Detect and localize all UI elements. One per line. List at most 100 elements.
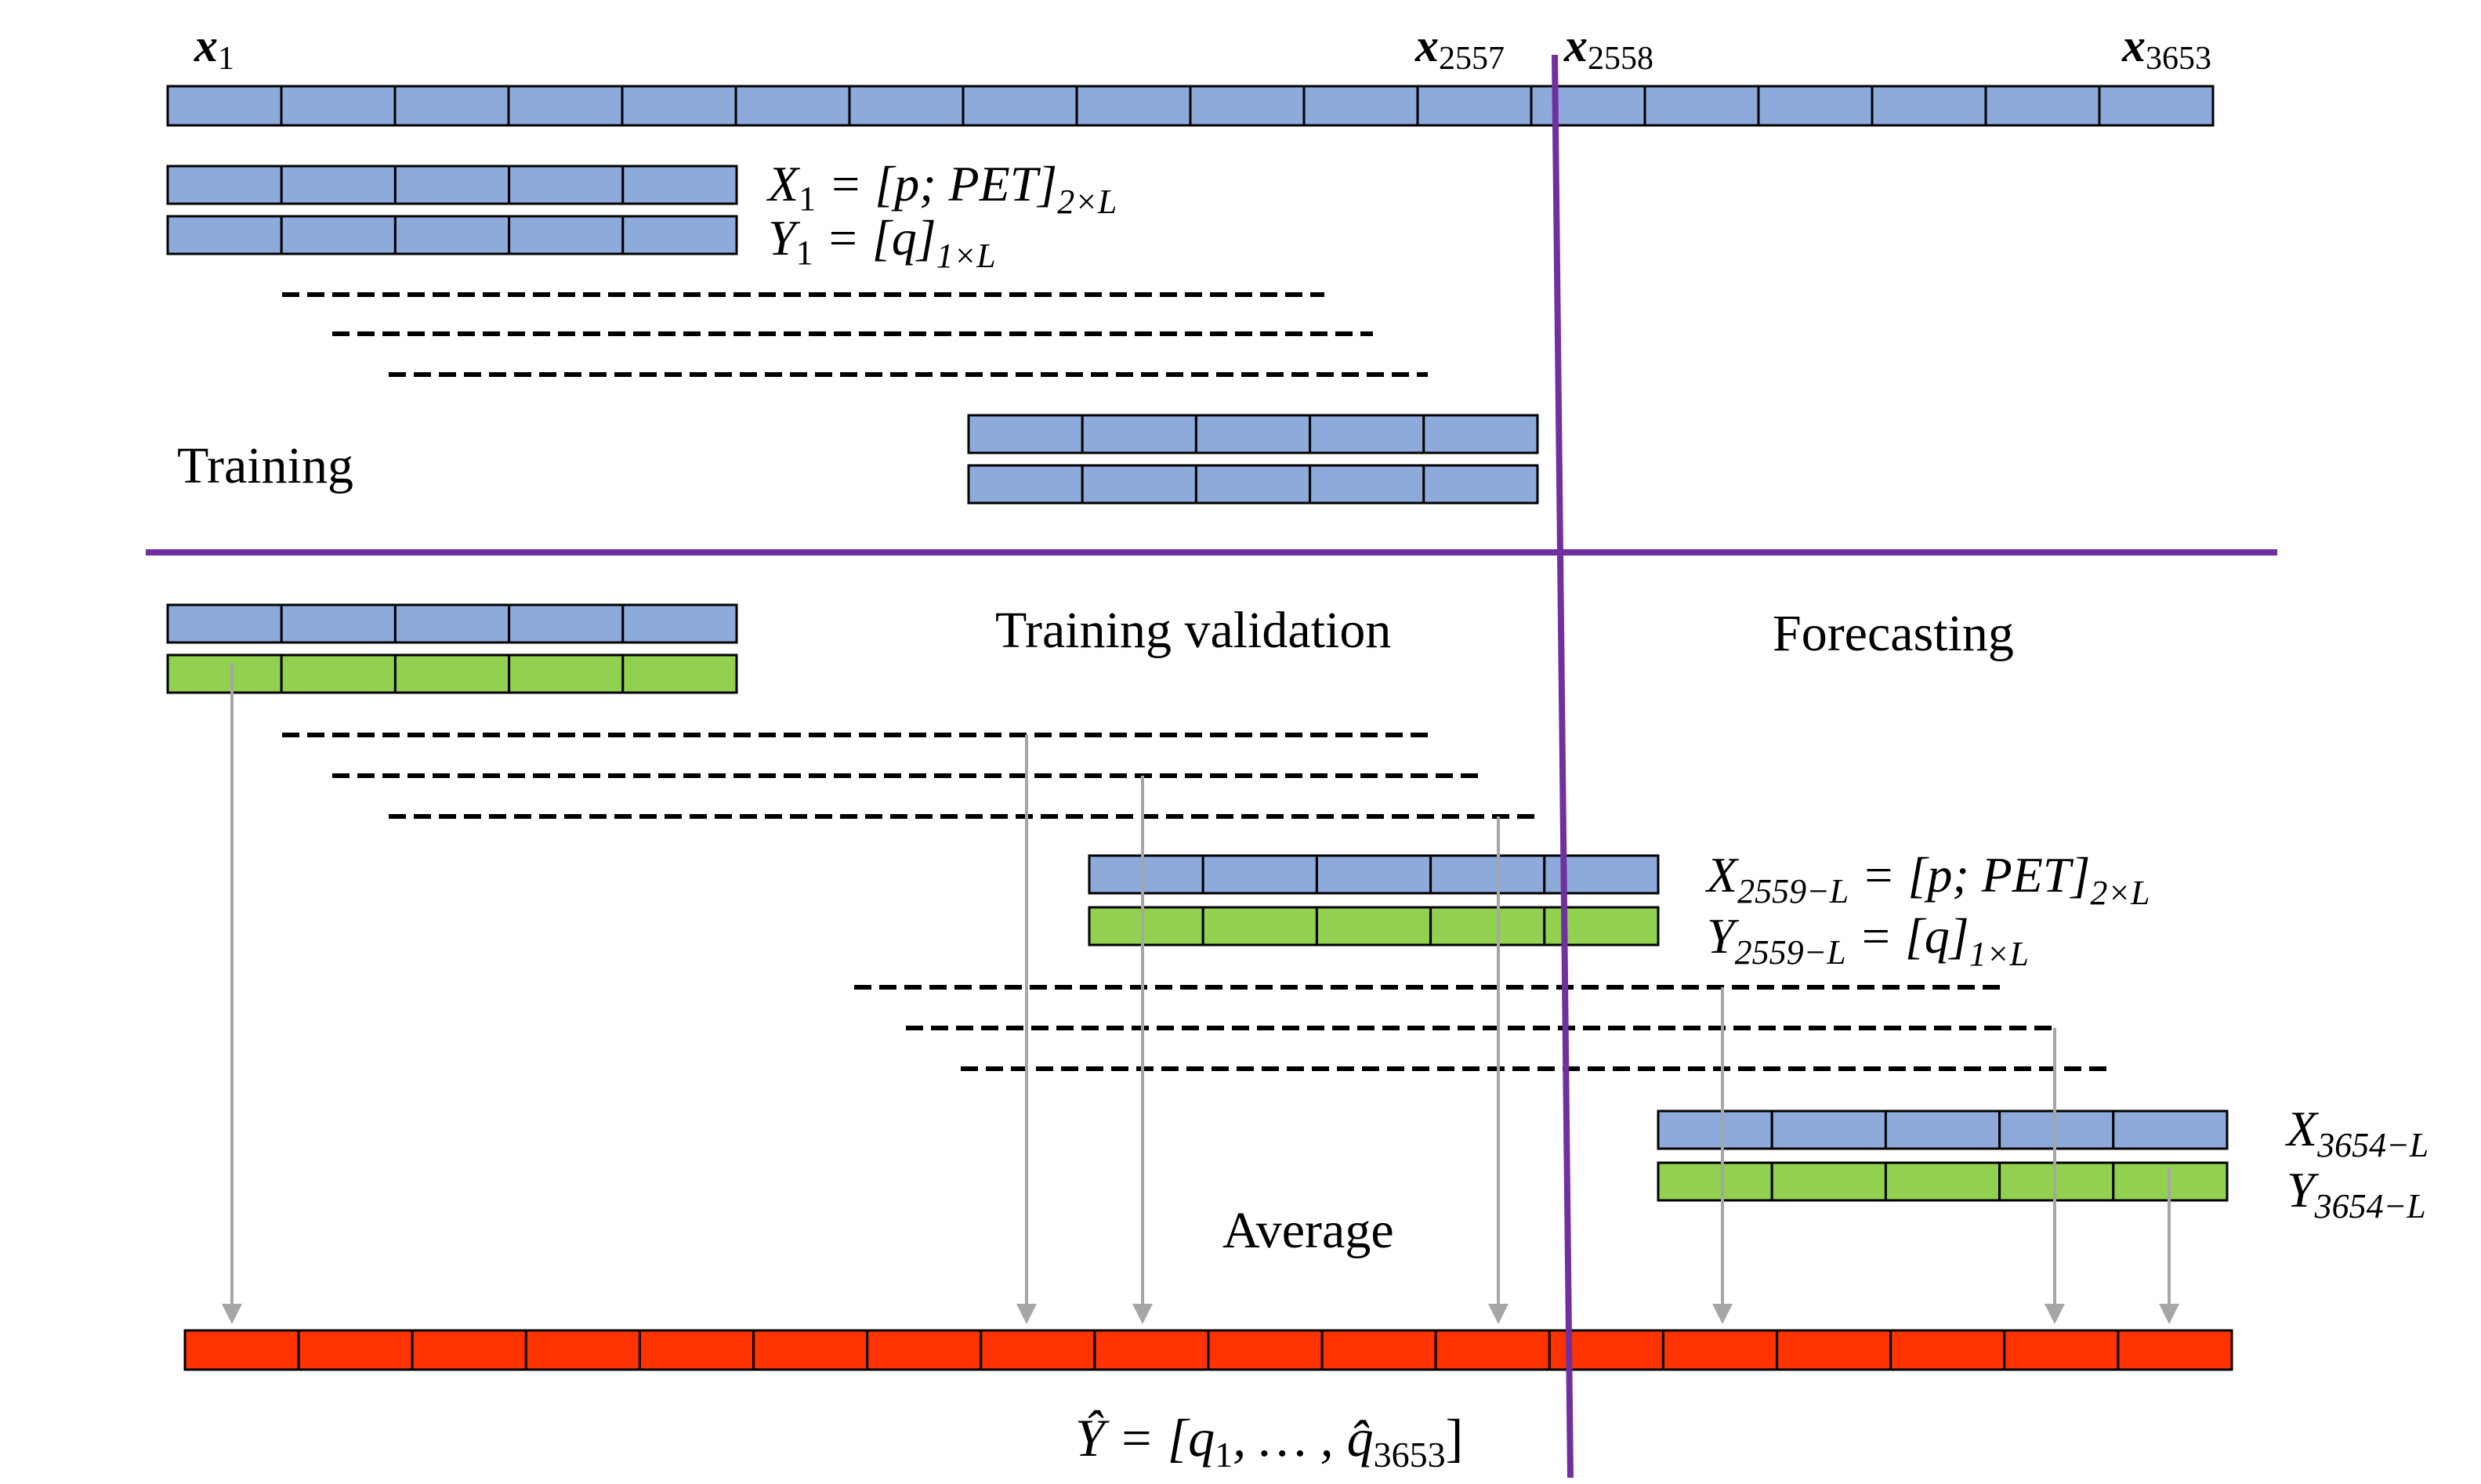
formula-Yhat: Ŷ = [q1, … , q̂3653]	[1075, 1408, 1463, 1475]
label-average: Average	[1222, 1202, 1394, 1259]
row-X2559-cell	[1315, 854, 1432, 895]
row-full-input	[166, 85, 2215, 127]
label-x3653: x3653	[2121, 20, 2211, 77]
row-val-X1-cell	[393, 603, 511, 644]
arrow-head	[1488, 1304, 1509, 1324]
formula-X1: X1= [p; PET]2×L	[766, 156, 1117, 221]
row-full-input-cell	[734, 85, 851, 127]
dashed-windows	[282, 292, 2110, 1071]
label-training-validation: Training validation	[995, 602, 1391, 659]
row-val-X1-cell	[280, 603, 397, 644]
row-val-Y1-cell	[166, 653, 283, 694]
row-train-last-X	[967, 414, 1539, 454]
row-Y2559-cell	[1429, 906, 1546, 947]
row-Y1-cell	[166, 215, 283, 255]
row-average-output-cell	[1093, 1329, 1210, 1371]
row-full-input-cell	[962, 85, 1078, 127]
row-train-last-Y-cell	[1422, 464, 1539, 505]
arrow-head	[1712, 1304, 1733, 1324]
formula-Y3654: Y3654−L	[2287, 1162, 2426, 1225]
row-val-Y1-cell	[621, 653, 738, 694]
label-x1: x1	[194, 20, 234, 77]
arrow-head	[222, 1304, 242, 1324]
row-average-output-cell	[524, 1329, 641, 1371]
row-train-last-X-cell	[1309, 414, 1425, 454]
row-Y2559-cell	[1201, 906, 1318, 947]
row-full-input-cell	[1302, 85, 1419, 127]
row-X2559	[1088, 854, 1660, 895]
arrow-head	[1132, 1304, 1153, 1324]
row-X1-cell	[166, 165, 283, 205]
row-val-X1-cell	[621, 603, 738, 644]
row-X3654-cell	[1884, 1109, 2001, 1150]
row-X3654-cell	[2112, 1109, 2229, 1150]
row-X1-cell	[508, 165, 625, 205]
formula-Y1: Y1= [q]1×L	[768, 210, 996, 275]
row-Y3654-cell	[1998, 1161, 2115, 1202]
row-val-X1-cell	[508, 603, 625, 644]
row-val-Y1-cell	[508, 653, 625, 694]
row-train-last-X-cell	[967, 414, 1084, 454]
row-Y2559-cell	[1315, 906, 1432, 947]
row-X2559-cell	[1088, 854, 1204, 895]
bar-rows	[166, 85, 2233, 1371]
row-average-output-cell	[1207, 1329, 1324, 1371]
row-Y3654-cell	[1770, 1161, 1887, 1202]
row-val-Y1-cell	[280, 653, 397, 694]
row-full-input-cell	[1871, 85, 1987, 127]
row-average-output	[183, 1329, 2233, 1371]
arrow-head	[2159, 1304, 2179, 1324]
row-X1-cell	[393, 165, 511, 205]
arrow-head	[1016, 1304, 1037, 1324]
row-train-last-Y-cell	[967, 464, 1084, 505]
label-x2557: x2557	[1414, 20, 1505, 77]
row-average-output-cell	[1776, 1329, 1892, 1371]
row-full-input-cell	[507, 85, 624, 127]
row-X1-cell	[621, 165, 738, 205]
row-average-output-cell	[183, 1329, 300, 1371]
row-average-output-cell	[638, 1329, 755, 1371]
row-val-Y1	[166, 653, 738, 694]
row-average-output-cell	[1434, 1329, 1551, 1371]
row-Y1-cell	[621, 215, 738, 255]
row-average-output-cell	[2117, 1329, 2233, 1371]
row-train-last-X-cell	[1194, 414, 1312, 454]
row-full-input-cell	[1189, 85, 1306, 127]
row-X3654	[1657, 1109, 2229, 1150]
row-full-input-cell	[1530, 85, 1646, 127]
row-full-input-cell	[166, 85, 283, 127]
row-average-output-cell	[1320, 1329, 1437, 1371]
row-X2559-cell	[1201, 854, 1318, 895]
row-full-input-cell	[1643, 85, 1760, 127]
row-full-input-cell	[1984, 85, 2101, 127]
row-average-output-cell	[980, 1329, 1096, 1371]
row-full-input-cell	[280, 85, 397, 127]
row-val-X1	[166, 603, 738, 644]
label-forecasting: Forecasting	[1773, 605, 2014, 662]
row-average-output-cell	[1661, 1329, 1778, 1371]
row-train-last-Y-cell	[1194, 464, 1312, 505]
row-Y3654	[1657, 1161, 2229, 1202]
row-X3654-cell	[1657, 1109, 1773, 1150]
formula-X3654: X3654−L	[2284, 1101, 2428, 1164]
split-line	[1552, 54, 1574, 1479]
row-X2559-cell	[1429, 854, 1546, 895]
formula-X2559: X2559−L= [p; PET]2×L	[1704, 847, 2150, 912]
row-average-output-cell	[1889, 1329, 2006, 1371]
arrow-head	[2045, 1304, 2065, 1324]
row-Y2559-cell	[1088, 906, 1204, 947]
row-train-last-Y	[967, 464, 1539, 505]
row-Y1-cell	[508, 215, 625, 255]
row-Y3654-cell	[1884, 1161, 2001, 1202]
row-train-last-X-cell	[1081, 414, 1197, 454]
row-Y1	[166, 215, 738, 255]
row-val-X1-cell	[166, 603, 283, 644]
row-average-output-cell	[411, 1329, 527, 1371]
row-full-input-cell	[1075, 85, 1192, 127]
row-train-last-X-cell	[1422, 414, 1539, 454]
row-full-input-cell	[393, 85, 510, 127]
row-full-input-cell	[621, 85, 737, 127]
row-average-output-cell	[297, 1329, 414, 1371]
row-Y1-cell	[280, 215, 397, 255]
